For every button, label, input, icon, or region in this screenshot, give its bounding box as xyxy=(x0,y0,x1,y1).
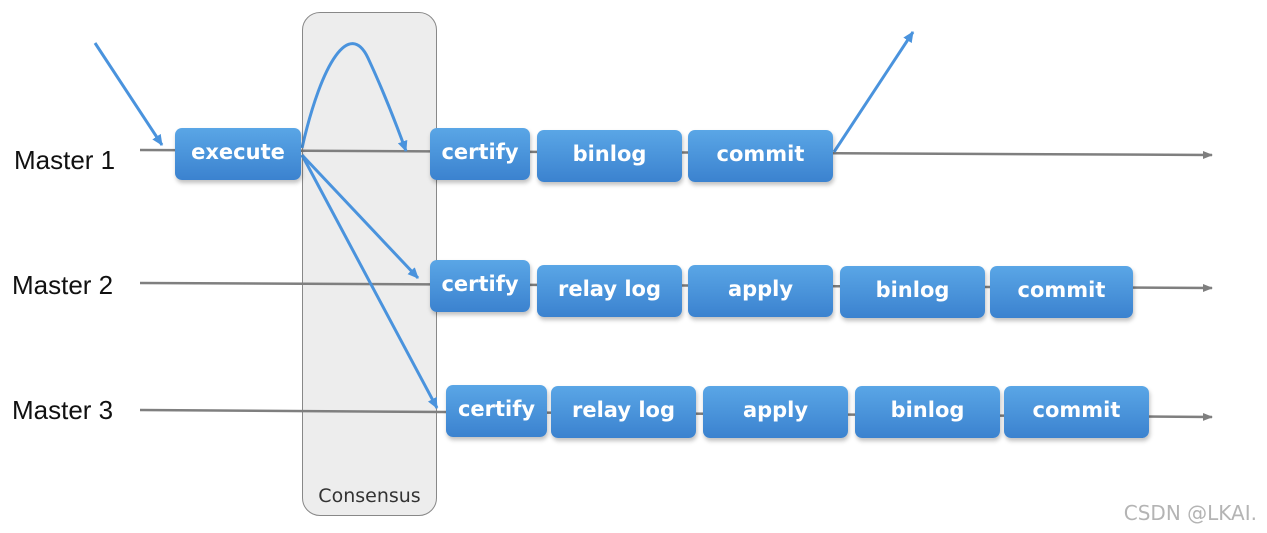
step-certify: certify xyxy=(430,260,530,312)
watermark: CSDN @LKAI. xyxy=(1123,501,1257,525)
propagate-arrow-master-3 xyxy=(300,154,439,409)
step-binlog: binlog xyxy=(537,130,682,182)
master-1-label: Master 1 xyxy=(14,145,116,175)
step-commit: commit xyxy=(1004,386,1149,438)
outgoing-arrow xyxy=(832,31,915,153)
step-commit: commit xyxy=(688,130,833,182)
incoming-arrow xyxy=(93,42,164,146)
step-binlog: binlog xyxy=(855,386,1000,438)
step-apply: apply xyxy=(703,386,848,438)
step-relay-log: relay log xyxy=(551,386,696,438)
propagate-arrow-master-2 xyxy=(300,153,420,280)
master-3-label: Master 3 xyxy=(12,395,114,425)
step-apply: apply xyxy=(688,265,833,317)
step-binlog: binlog xyxy=(840,266,985,318)
step-execute: execute xyxy=(175,128,301,180)
master-2-label: Master 2 xyxy=(12,270,114,300)
step-commit: commit xyxy=(990,266,1133,318)
step-relay-log: relay log xyxy=(537,265,682,317)
consensus-label: Consensus xyxy=(318,485,421,507)
step-certify: certify xyxy=(446,385,547,437)
step-certify: certify xyxy=(430,128,530,180)
consensus-loop-arrow xyxy=(300,42,408,152)
consensus-region: Consensus xyxy=(302,12,437,516)
